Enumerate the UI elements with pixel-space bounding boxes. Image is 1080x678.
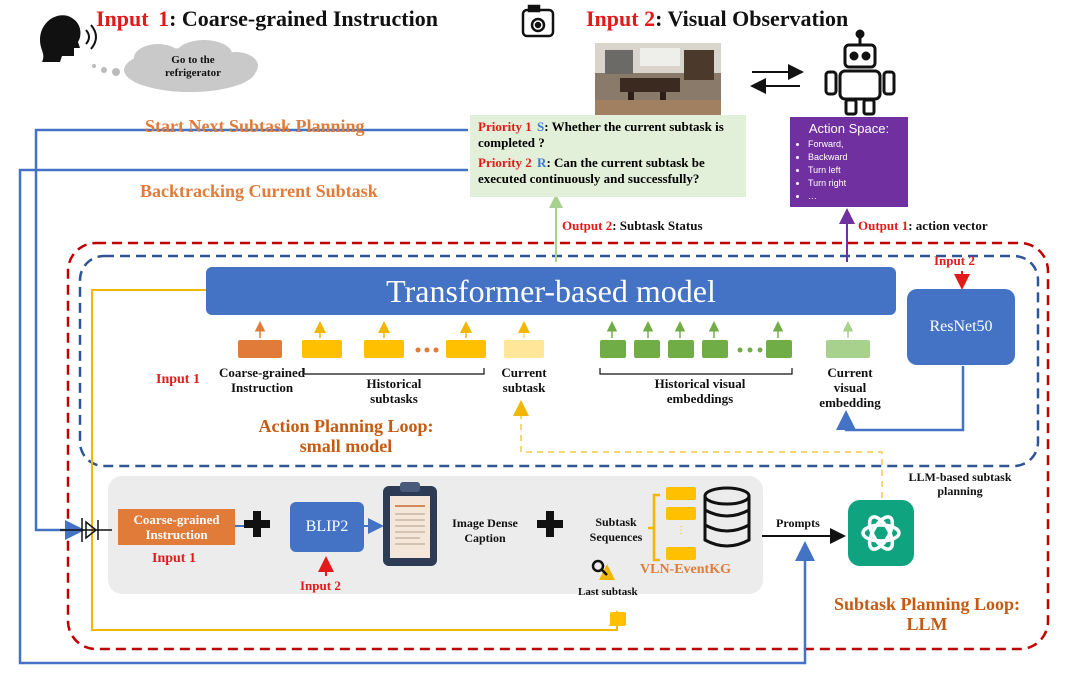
input2-rest: : Visual Observation: [655, 6, 849, 31]
priority-1-text: : Whether the current subtask is complet…: [478, 119, 724, 150]
token-input1-label: Input 1: [156, 372, 200, 387]
speech-cloud-icon: [92, 40, 258, 92]
output2-word: Output 2: [562, 218, 613, 233]
bottom-input1-label: Input 1: [152, 551, 196, 566]
coarse-instruction-box: Coarse-grained Instruction: [118, 509, 235, 545]
speaking-head-icon: [40, 15, 97, 63]
priority-2-label: Priority 2: [478, 155, 532, 170]
clipboard-icon: [383, 482, 437, 566]
subtask-sequences-label: Subtask Sequences: [589, 515, 643, 544]
action-space-list: Forward, Backward Turn left Turn right …: [796, 138, 902, 203]
token-current-subtask: [504, 340, 544, 358]
image-dense-caption-label: Image Dense Caption: [452, 516, 518, 545]
token-vis-2: [634, 340, 660, 358]
action-item: Turn right: [808, 177, 902, 190]
priority-2: Priority 2 R: Can the current subtask be…: [478, 155, 738, 187]
current-visual-label: Current visual embedding: [819, 365, 881, 410]
start-next-label: Start Next Subtask Planning: [145, 116, 365, 136]
speech-bubble-text: Go to the refrigerator: [165, 54, 221, 79]
start-next-line: [34, 128, 468, 540]
resnet-input2-label: Input 2: [934, 253, 975, 268]
kg-label: VLN-EventKG: [640, 562, 731, 577]
blip2-block: BLIP2: [290, 502, 364, 552]
token-vis-4: [702, 340, 728, 358]
priority-1-label: Priority 1: [478, 119, 532, 134]
output1-text: : action vector: [908, 218, 988, 233]
action-item: …: [808, 190, 902, 203]
robot-icon: [824, 29, 896, 116]
backtracking-line: [18, 168, 815, 665]
subtask-loop-line1: Subtask Planning Loop:: [833, 594, 1021, 614]
input2-title: Input 2: Visual Observation: [586, 6, 848, 32]
historical-visual-label: Historical visual embeddings: [654, 376, 746, 406]
action-item: Turn left: [808, 164, 902, 177]
input1-title: Input 1: Coarse-grained Instruction: [96, 6, 438, 32]
llm-planning-label: LLM-based subtask planning: [908, 470, 1012, 498]
transformer-model: Transformer-based model: [206, 267, 896, 315]
priority-2-text: : Can the current subtask be executed co…: [478, 155, 705, 186]
action-item: Backward: [808, 151, 902, 164]
token-vis-n: [766, 340, 792, 358]
current-subtask-label: Current subtask: [501, 365, 547, 395]
token-hist-2: [364, 340, 404, 358]
action-loop-line2: small model: [299, 436, 393, 456]
action-space-box: Action Space: Forward, Backward Turn lef…: [790, 117, 908, 207]
output2-text: : Subtask Status: [612, 218, 703, 233]
subtask-loop-line2: LLM: [906, 614, 948, 634]
token-vis-1: [600, 340, 626, 358]
prompts-label: Prompts: [776, 516, 820, 530]
priority-2-letter: R: [537, 155, 547, 170]
subtask-loop-border: [66, 241, 1050, 651]
priority-box: Priority 1 S: Whether the current subtas…: [470, 115, 746, 197]
token-current-visual: [826, 340, 870, 358]
output1-word: Output 1: [858, 218, 909, 233]
priority-1-letter: S: [537, 119, 545, 134]
room-scene-image: [595, 43, 721, 117]
input1-word: Input: [96, 6, 149, 31]
token-vis-3: [668, 340, 694, 358]
camera-icon: [521, 4, 555, 38]
plus-icon-1: [244, 511, 270, 537]
action-item: Forward,: [808, 138, 902, 151]
llm-to-current-subtask: [513, 400, 883, 498]
action-space-title: Action Space:: [808, 121, 890, 136]
input1-rest: : Coarse-grained Instruction: [169, 6, 438, 31]
token-coarse: [238, 340, 282, 358]
input2-word: Input 2: [586, 6, 656, 31]
resnet-to-embedding-line: [836, 366, 965, 432]
plus-icon-2: [537, 511, 563, 537]
svg-text:⋮: ⋮: [676, 525, 686, 536]
priority-1: Priority 1 S: Whether the current subtas…: [478, 119, 738, 151]
output2-label: Output 2: Subtask Status: [562, 218, 703, 234]
output1-label: Output 1: action vector: [858, 218, 988, 234]
blip2-input2-label: Input 2: [300, 578, 341, 593]
subtask-loop-label: Subtask Planning Loop: LLM: [804, 594, 1050, 634]
resnet-block: ResNet50: [907, 289, 1015, 365]
historical-subtasks-label: Historical subtasks: [366, 376, 422, 406]
input1-num: 1: [158, 6, 170, 31]
database-icon: [703, 486, 751, 548]
action-loop-line1: Action Planning Loop:: [258, 416, 434, 436]
token-hist-1: [302, 340, 342, 358]
magnifier-icon: [591, 559, 608, 576]
action-loop-label: Action Planning Loop: small model: [226, 416, 466, 456]
token-hist-n: [446, 340, 486, 358]
last-subtask-label: Last subtask: [578, 586, 638, 598]
action-loop-border: [78, 254, 1040, 468]
coarse-grained-label: Coarse-grained Instruction: [219, 365, 305, 395]
backtracking-label: Backtracking Current Subtask: [140, 181, 378, 201]
chatgpt-icon: [848, 500, 914, 566]
